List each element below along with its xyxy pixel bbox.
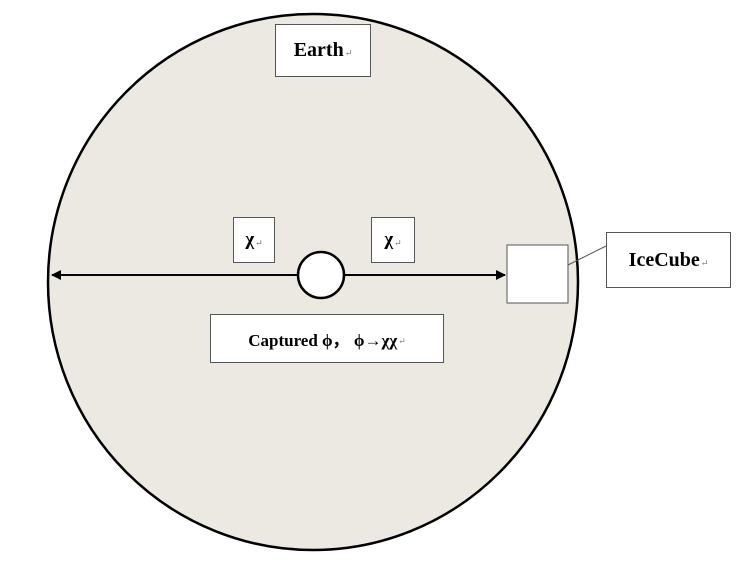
earth-label: Earth↵: [275, 24, 371, 77]
chi-right-text: χ: [384, 229, 394, 250]
earth-core-circle: [296, 250, 346, 300]
return-mark: ↵: [700, 257, 709, 268]
return-mark: ↵: [344, 48, 353, 58]
return-mark: ↵: [398, 336, 406, 346]
chi-left-text: χ: [245, 229, 255, 250]
icecube-label: IceCube↵: [606, 232, 731, 288]
chi-label-left: χ↵: [233, 217, 275, 263]
captured-label-text: Captured ϕ， ϕ→χχ: [248, 331, 398, 350]
icecube-connector-line: [567, 245, 607, 266]
captured-label: Captured ϕ， ϕ→χχ↵: [210, 314, 444, 363]
return-mark: ↵: [255, 237, 263, 248]
chi-label-right: χ↵: [371, 217, 415, 263]
icecube-detector-box: [506, 244, 569, 304]
earth-label-text: Earth: [293, 39, 344, 61]
icecube-label-text: IceCube: [628, 248, 700, 271]
return-mark: ↵: [394, 237, 402, 248]
